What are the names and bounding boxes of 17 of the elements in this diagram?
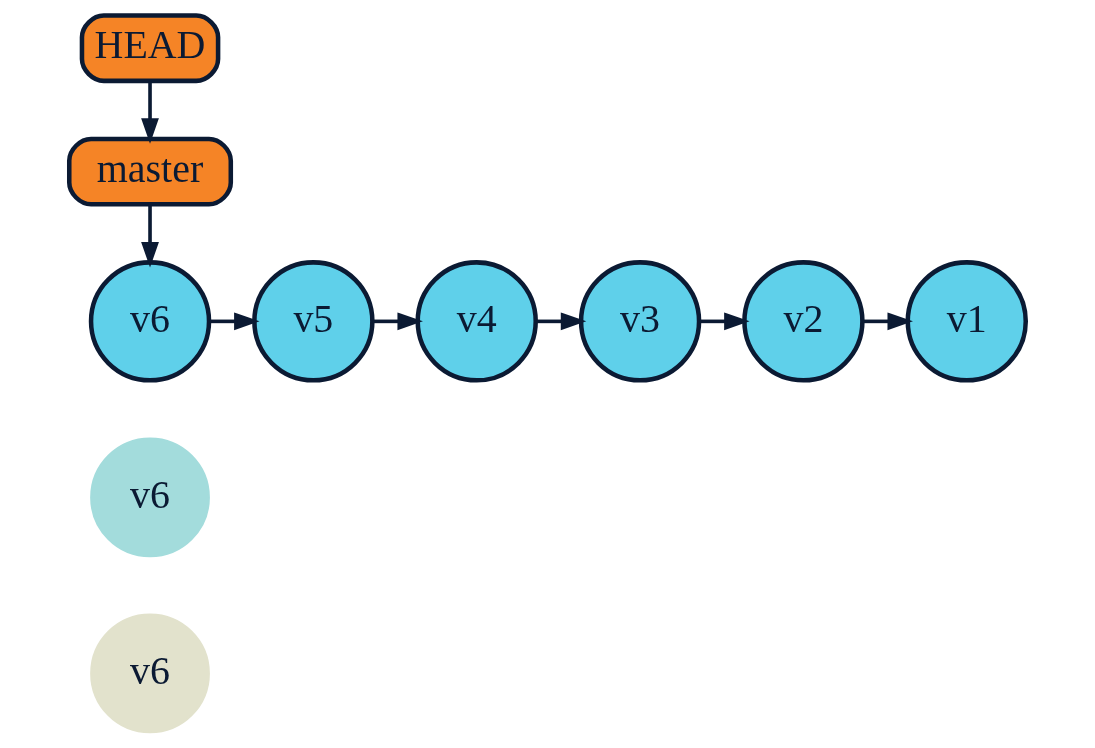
arrow <box>536 312 587 331</box>
node-circle: v1 <box>905 260 1028 383</box>
node-circle: v6 <box>90 437 210 558</box>
arrow <box>141 204 159 268</box>
arrow <box>862 312 913 331</box>
arrow <box>699 312 750 331</box>
node-box: master <box>67 136 234 207</box>
node-circle: v4 <box>415 260 538 383</box>
node-circle: v6 <box>90 613 210 734</box>
node-circle: v6 <box>88 260 212 383</box>
node-circle: v2 <box>742 260 865 383</box>
node-circle: v5 <box>252 260 375 383</box>
node-box: HEAD <box>79 13 221 84</box>
arrow <box>141 81 159 144</box>
arrow <box>209 312 260 331</box>
arrow <box>372 312 423 331</box>
node-circle: v3 <box>578 260 702 383</box>
